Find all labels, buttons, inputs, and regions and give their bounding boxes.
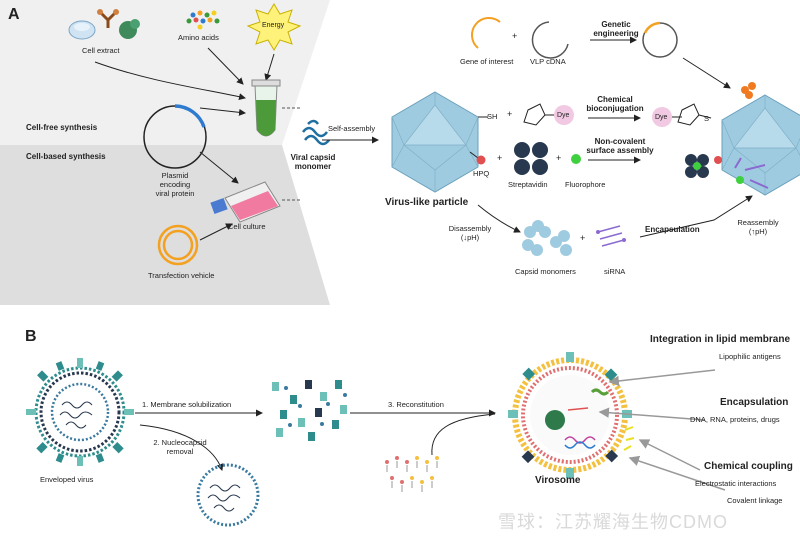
nucleocapsid-icon: [196, 463, 260, 527]
sh-label: SH: [487, 112, 498, 121]
step3-label: 3. Reconstitution: [388, 400, 444, 409]
arrow-transfection-to-culture: [199, 223, 233, 241]
encapsulation-b-sub: DNA, RNA, proteins, drugs: [690, 415, 780, 424]
transfection-vehicle-icon: [157, 224, 199, 266]
arrow-integration-callout: [608, 369, 716, 387]
plus-sign-4: +: [556, 153, 562, 163]
sirna-label: siRNA: [604, 267, 626, 276]
arrow-plasmid-to-culture: [199, 151, 239, 184]
conjugated-dye-icon: [652, 103, 712, 127]
cell-based-background: [0, 145, 330, 305]
dye-label-left: Dye: [557, 112, 570, 119]
fluorophore-icon: [571, 154, 581, 164]
arrow-to-modified-vlp: [682, 57, 731, 89]
gene-of-interest-label: Gene of interest: [460, 57, 514, 66]
encapsulation-a-label: Encapsulation: [645, 225, 700, 234]
self-assembly-label: Self-assembly: [328, 124, 376, 133]
amino-acids-icon: [186, 10, 220, 30]
sirna-icon: [596, 225, 626, 247]
plus-sign-1: +: [512, 31, 518, 41]
arrow-coupling-electrostatic: [638, 439, 701, 471]
test-tube-icon: [251, 79, 281, 137]
engineered-plasmid-icon: [642, 21, 678, 58]
integration-sub: Lipophilic antigens: [719, 352, 781, 361]
energy-label: Energy: [262, 22, 285, 29]
arrow-coupling-covalent: [628, 455, 726, 491]
hpq-label: HPQ: [473, 169, 490, 178]
amino-acids-label: Amino acids: [178, 33, 219, 42]
capsid-monomers-icon: [522, 220, 572, 256]
coupling-sub2: Covalent linkage: [727, 496, 783, 505]
step1-label: 1. Membrane solubilization: [142, 400, 232, 409]
viral-capsid-monomer-icon: [302, 119, 330, 146]
plus-sign-2: +: [507, 109, 513, 119]
arrow-nucleocapsid-removal: [139, 424, 224, 471]
lipid-molecules-icon: [385, 456, 439, 492]
coupling-title: Chemical coupling: [704, 461, 793, 472]
maleimide-dye-icon: [523, 103, 574, 126]
arrow-aminoacids-to-tube: [207, 47, 244, 85]
cell-culture-label: Cell culture: [228, 222, 266, 231]
virosome-label: Virosome: [535, 475, 581, 486]
vlp-cdna-label: VLP cDNA: [530, 57, 566, 66]
arrow-lipid-merge: [431, 413, 496, 456]
modified-vlp-icon: [685, 82, 800, 196]
s-label: S: [704, 114, 710, 123]
plasmid-icon: [143, 104, 207, 169]
solubilized-components-icon: [272, 380, 347, 441]
cell-free-label: Cell-free synthesis: [26, 123, 98, 132]
arrow-extract-to-tube: [94, 61, 246, 101]
arrow-encapsulation-callout: [598, 407, 706, 421]
disassembly-label: Disassembly(↓pH): [448, 224, 492, 242]
integration-title: Integration in lipid membrane: [650, 334, 791, 345]
arrow-plasmid-to-tube: [199, 107, 246, 116]
dye-label-right: Dye: [655, 114, 668, 121]
energy-burst-icon: [246, 3, 302, 51]
panel-a-label: A: [8, 6, 20, 23]
enveloped-virus-icon: [26, 358, 134, 466]
panel-b-label: B: [25, 328, 37, 345]
fluorophore-label: Fluorophore: [565, 180, 606, 189]
reassembly-label: Reassembly(↑pH): [737, 218, 779, 236]
arrow-disassembly: [477, 204, 521, 233]
streptavidin-icon: [514, 142, 548, 175]
cell-culture-flask-icon: [210, 181, 281, 223]
watermark: 雪球：江苏耀海生物CDMO: [498, 512, 728, 532]
capsid-monomers-label: Capsid monomers: [515, 267, 576, 276]
vlp-cdna-icon: [531, 21, 569, 59]
virus-like-particle-icon: [391, 91, 488, 193]
virosome-icon: [508, 352, 635, 478]
arrow-energy-to-tube: [264, 53, 275, 81]
transfection-label: Transfection vehicle: [148, 271, 215, 280]
cell-extract-icon: [68, 9, 140, 40]
coupling-sub1: Electrostatic interactions: [695, 479, 777, 488]
plus-sign-5: +: [580, 233, 586, 243]
streptavidin-label: Streptavidin: [508, 180, 548, 189]
gene-of-interest-icon: [471, 17, 501, 49]
cell-based-label: Cell-based synthesis: [26, 152, 106, 161]
enveloped-virus-label: Enveloped virus: [40, 475, 94, 484]
plus-sign-3: +: [497, 153, 503, 163]
cell-extract-label: Cell extract: [82, 46, 120, 55]
encapsulation-b-title: Encapsulation: [720, 397, 789, 408]
arrow-encapsulation: [639, 195, 753, 238]
vlp-label: Virus-like particle: [385, 197, 469, 208]
